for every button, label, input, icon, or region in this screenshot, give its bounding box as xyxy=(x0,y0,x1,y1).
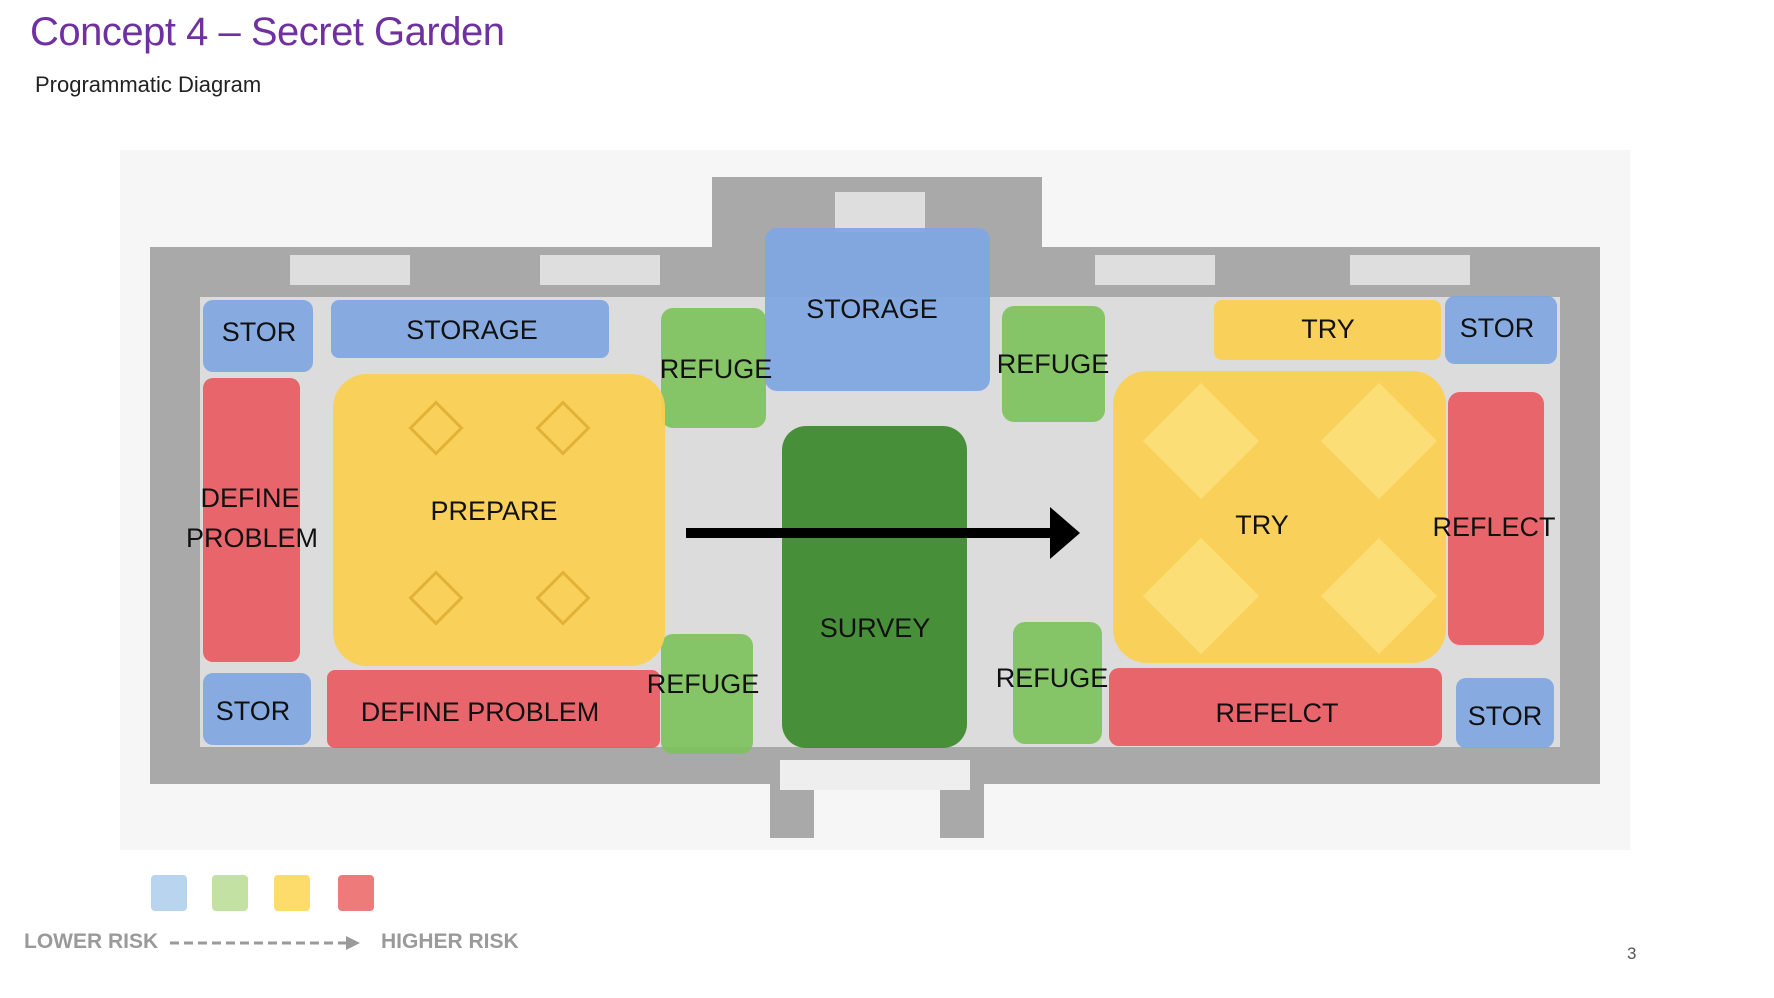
table-shapes xyxy=(1143,383,1437,654)
zone-try-top xyxy=(1214,300,1441,360)
label-storage-top-left: STORAGE xyxy=(406,315,538,345)
label-refuge-top-left: REFUGE xyxy=(660,354,773,384)
label-prepare: PREPARE xyxy=(430,496,557,526)
zone-define-problem-bottom xyxy=(327,670,660,748)
page-number: 3 xyxy=(1627,944,1637,963)
zone-storage-center xyxy=(765,228,990,391)
risk-arrow xyxy=(170,936,360,950)
window-bay xyxy=(1350,255,1470,285)
label-refelct-bottom: REFELCT xyxy=(1215,698,1338,728)
legend-swatch-yellow xyxy=(274,875,310,911)
zone-survey xyxy=(782,426,967,748)
label-refuge-bottom-left: REFUGE xyxy=(647,669,760,699)
legend-swatch-red xyxy=(338,875,374,911)
label-reflect: REFLECT xyxy=(1432,512,1555,542)
zone-stor-top-left xyxy=(203,300,313,372)
label-refuge-bottom-right: REFUGE xyxy=(996,663,1109,693)
zone-reflect xyxy=(1448,392,1544,645)
flow-arrow xyxy=(686,507,1080,559)
label-refuge-top-right: REFUGE xyxy=(997,349,1110,379)
entrance-gap xyxy=(780,760,970,790)
furniture-hints xyxy=(408,400,591,626)
window-bay xyxy=(290,255,410,285)
label-survey: SURVEY xyxy=(820,613,931,643)
label-stor-top-right: STOR xyxy=(1460,313,1535,343)
window-bay xyxy=(540,255,660,285)
label-stor-bottom-left: STOR xyxy=(216,696,291,726)
page-subtitle: Programmatic Diagram xyxy=(35,72,262,97)
label-define-problem-left-line2: PROBLEM xyxy=(186,523,318,553)
legend-lower-risk: LOWER RISK xyxy=(24,930,159,953)
zone-refelct-bottom xyxy=(1109,668,1442,746)
legend-swatch-blue xyxy=(151,875,187,911)
zone-stor-bottom-right xyxy=(1456,678,1554,748)
zone-stor-bottom-left xyxy=(203,673,311,745)
zone-define-problem-left xyxy=(203,378,300,662)
legend-higher-risk: HIGHER RISK xyxy=(381,930,519,953)
label-stor-top-left: STOR xyxy=(222,317,297,347)
label-try-top: TRY xyxy=(1301,314,1355,344)
label-define-problem-left-line1: DEFINE xyxy=(200,483,299,513)
zone-refuge-bottom-right xyxy=(1013,622,1102,744)
window-bay xyxy=(835,192,925,232)
zone-stor-top-right xyxy=(1445,296,1557,364)
label-storage-center: STORAGE xyxy=(806,294,938,324)
zone-storage-top-left xyxy=(331,300,609,358)
legend-swatch-green xyxy=(212,875,248,911)
page-title: Concept 4 – Secret Garden xyxy=(30,10,505,54)
zone-refuge-top-right xyxy=(1002,306,1105,422)
zone-refuge-top-left xyxy=(661,308,766,428)
zone-refuge-bottom-left xyxy=(661,634,753,754)
label-try-main: TRY xyxy=(1235,510,1289,540)
window-bays xyxy=(290,192,1470,285)
label-stor-bottom-right: STOR xyxy=(1468,701,1543,731)
window-bay xyxy=(1095,255,1215,285)
label-define-problem-bottom: DEFINE PROBLEM xyxy=(361,697,600,727)
